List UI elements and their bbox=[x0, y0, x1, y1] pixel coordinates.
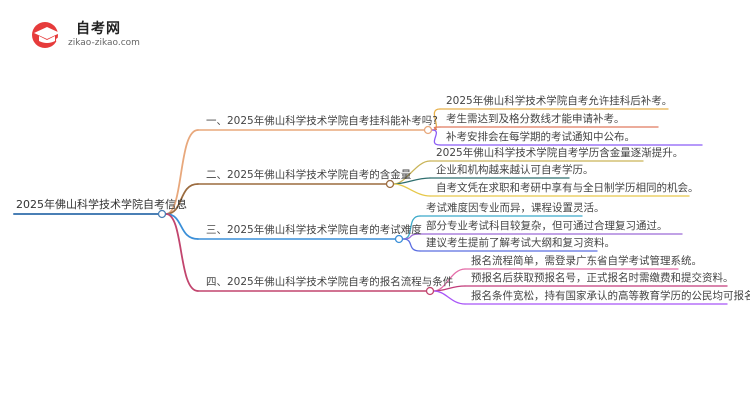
leaf-node-label[interactable]: 2025年佛山科学技术学院自考学历含金量逐渐提升。 bbox=[436, 147, 684, 159]
node-toggle-icon[interactable] bbox=[385, 179, 395, 189]
leaf-node-label[interactable]: 部分专业考试科目较复杂，但可通过合理复习通过。 bbox=[426, 220, 668, 232]
node-toggle-icon[interactable] bbox=[157, 209, 167, 219]
leaf-node-label[interactable]: 考试难度因专业而异，课程设置灵活。 bbox=[426, 202, 605, 214]
node-toggle-icon[interactable] bbox=[425, 286, 435, 296]
leaf-node-label[interactable]: 企业和机构越来越认可自考学历。 bbox=[436, 164, 594, 176]
logo-url: zikao-zikao.com bbox=[68, 38, 140, 48]
leaf-node-label[interactable]: 补考安排会在每学期的考试通知中公布。 bbox=[446, 131, 635, 143]
leaf-node-label[interactable]: 报名条件宽松，持有国家承认的高等教育学历的公民均可报名。 bbox=[471, 290, 750, 302]
branch-node-label[interactable]: 一、2025年佛山科学技术学院自考挂科能补考吗? bbox=[206, 115, 438, 127]
leaf-node-label[interactable]: 建议考生提前了解考试大纲和复习资料。 bbox=[426, 237, 615, 249]
graduation-cap-icon bbox=[32, 22, 60, 48]
branch-node-label[interactable]: 四、2025年佛山科学技术学院自考的报名流程与条件 bbox=[206, 276, 454, 288]
root-node-label[interactable]: 2025年佛山科学技术学院自考信息 bbox=[16, 198, 187, 211]
node-toggle-icon[interactable] bbox=[423, 125, 433, 135]
leaf-node-label[interactable]: 报名流程简单，需登录广东省自学考试管理系统。 bbox=[471, 255, 702, 267]
site-logo[interactable]: 自考网 zikao-zikao.com bbox=[30, 16, 180, 56]
branch-node-label[interactable]: 二、2025年佛山科学技术学院自考的含金量 bbox=[206, 169, 412, 181]
leaf-node-label[interactable]: 自考文凭在求职和考研中享有与全日制学历相同的机会。 bbox=[436, 182, 699, 194]
logo-title: 自考网 bbox=[76, 21, 121, 37]
node-toggle-icon[interactable] bbox=[394, 234, 404, 244]
leaf-node-label[interactable]: 考生需达到及格分数线才能申请补考。 bbox=[446, 113, 625, 125]
leaf-node-label[interactable]: 预报名后获取预报名号，正式报名时需缴费和提交资料。 bbox=[471, 272, 734, 284]
leaf-node-label[interactable]: 2025年佛山科学技术学院自考允许挂科后补考。 bbox=[446, 95, 673, 107]
branch-node-label[interactable]: 三、2025年佛山科学技术学院自考的考试难度 bbox=[206, 224, 422, 236]
